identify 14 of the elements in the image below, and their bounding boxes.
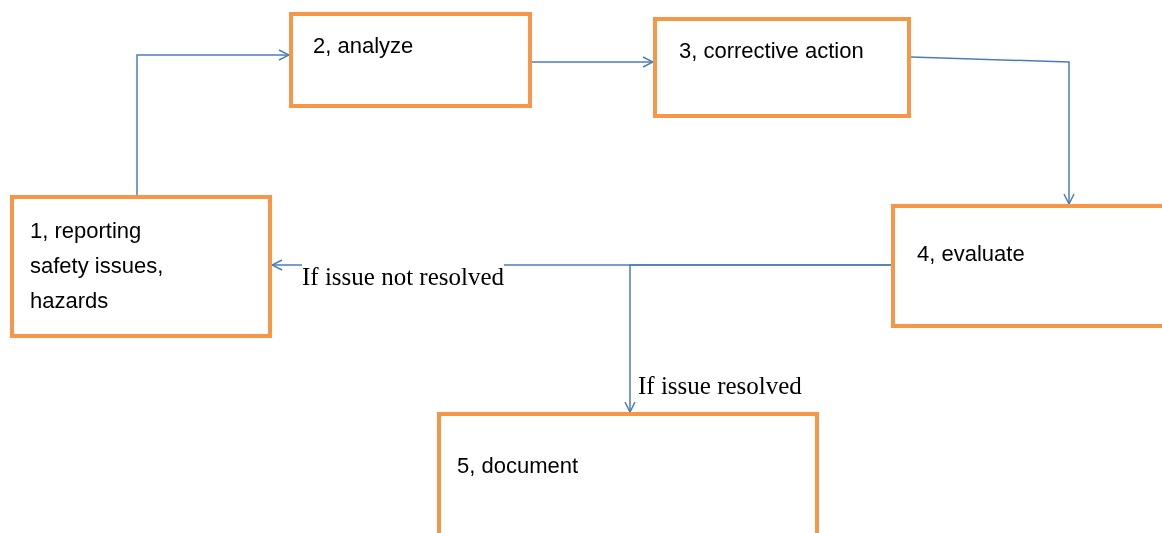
arrow: [910, 56, 1075, 205]
process-box: [289, 12, 532, 108]
box-label: 4, evaluate: [917, 240, 1026, 268]
process-box: [437, 412, 819, 533]
box-label: 2, analyze: [313, 32, 415, 60]
arrow: [624, 264, 892, 413]
box-label: 1, reporting safety issues, hazards: [30, 217, 165, 315]
arrow: [531, 56, 654, 68]
arrow: [136, 49, 290, 196]
box-label: 3, corrective action: [679, 37, 865, 65]
process-box: [653, 17, 911, 118]
process-box: [10, 195, 272, 338]
process-box: [891, 204, 1162, 328]
box-label: 5, document: [457, 452, 580, 480]
